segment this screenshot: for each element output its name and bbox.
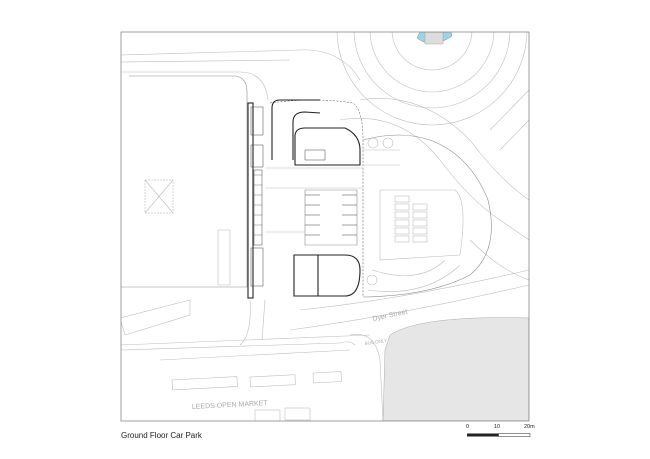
roundabout xyxy=(336,32,528,126)
adjacent-building-southeast xyxy=(382,317,529,421)
bus-lane-label: BUS ONLY xyxy=(364,338,387,346)
surface-car-park xyxy=(362,134,492,298)
market-stalls xyxy=(171,371,342,421)
drawing-frame xyxy=(120,31,530,422)
scale-label-20m: 20m xyxy=(524,424,535,430)
drawing-title: Ground Floor Car Park xyxy=(121,431,202,440)
scale-label-10: 10 xyxy=(494,424,501,430)
roads xyxy=(121,49,529,421)
car-park-building xyxy=(247,99,364,299)
street-label: Dyer Street xyxy=(372,309,408,323)
market-label: LEEDS OPEN MARKET xyxy=(192,400,269,411)
scale-bar xyxy=(467,433,531,437)
scale-label-0: 0 xyxy=(466,424,470,430)
adjacent-building-west xyxy=(121,75,248,336)
